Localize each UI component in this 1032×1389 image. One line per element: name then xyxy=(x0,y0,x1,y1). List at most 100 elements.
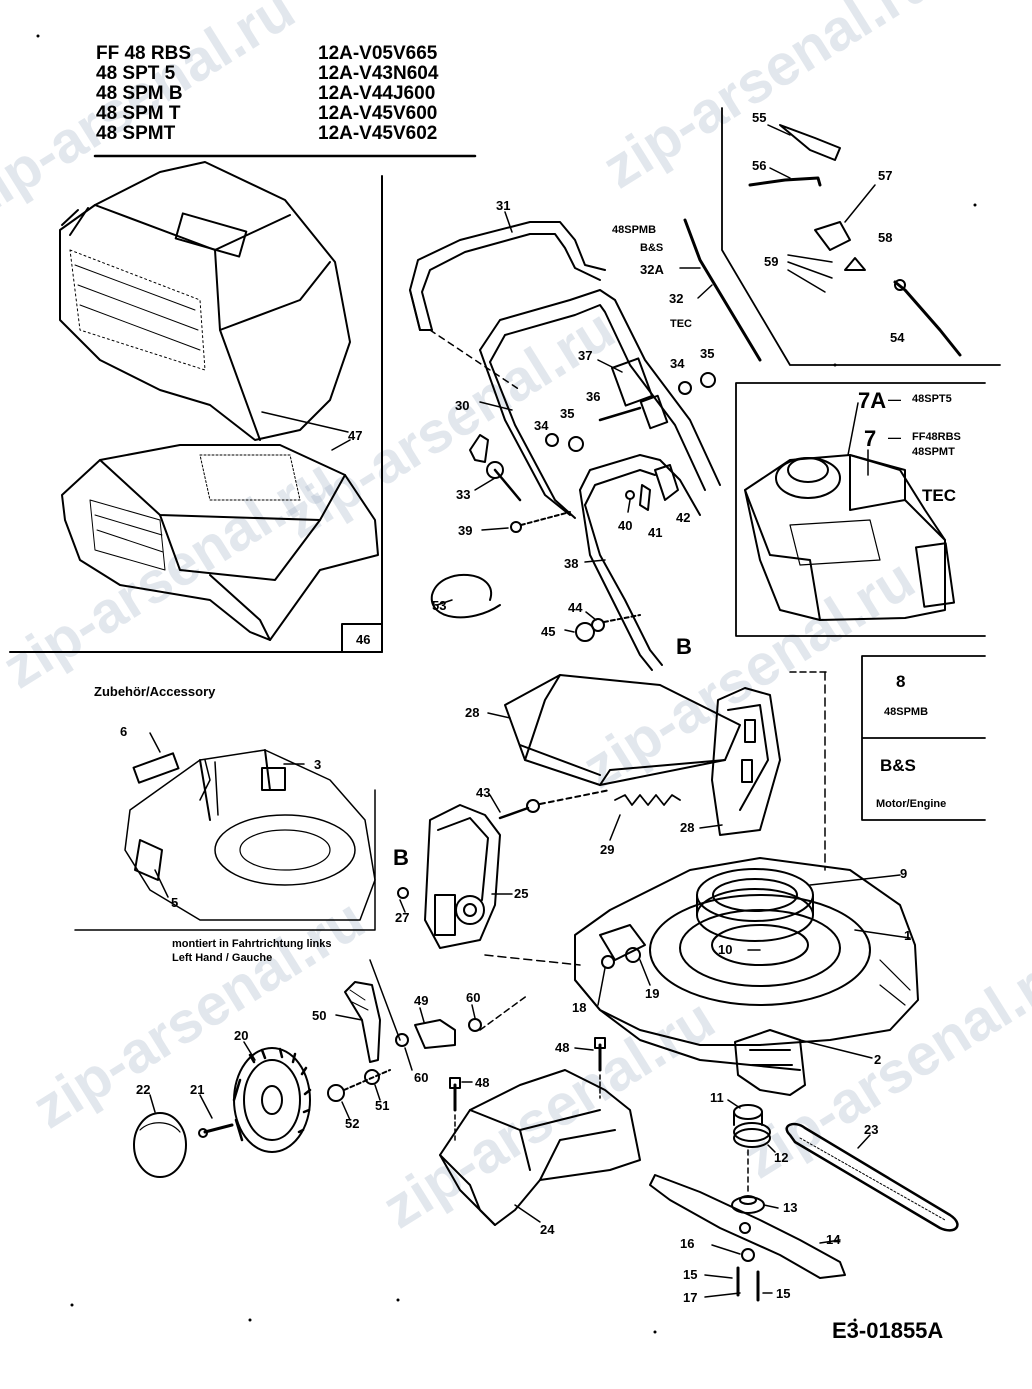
part-60-nut xyxy=(395,1033,409,1047)
callout-23: 23 xyxy=(864,1122,879,1137)
callout-30: 30 xyxy=(455,398,470,413)
parts-44-45-knob xyxy=(575,614,641,642)
callout-58: 58 xyxy=(878,230,893,245)
part-47-catcher-lid xyxy=(59,161,351,441)
left-hand-note: montiert in Fahrtrichtung links xyxy=(172,938,332,950)
drawing-code: E3-01855A xyxy=(832,1318,944,1343)
callout-14: 14 xyxy=(826,1232,841,1247)
part-48-screw-a xyxy=(594,1037,606,1072)
part-27-screw xyxy=(397,887,409,899)
part-11-adapter xyxy=(733,1104,763,1126)
callout-40: 40 xyxy=(618,518,633,533)
callout-28: 28 xyxy=(680,820,695,835)
part-60-nut xyxy=(468,1018,482,1032)
callout-1: 1 xyxy=(904,928,912,943)
part-56-rod xyxy=(748,176,822,187)
part-30-mid-handle xyxy=(479,289,721,519)
part-31-upper-handle xyxy=(409,221,606,331)
b-marker: B xyxy=(676,634,692,659)
engine-dash: — xyxy=(888,392,901,407)
callout-49: 49 xyxy=(414,993,429,1008)
callout-5: 5 xyxy=(171,895,179,910)
callout-59: 59 xyxy=(764,254,779,269)
part-52-bolt xyxy=(327,1069,391,1102)
callout-38: 38 xyxy=(564,556,579,571)
model-code: 12A-V05V665 xyxy=(318,43,438,64)
callout-34: 34 xyxy=(534,418,549,433)
model-name: FF 48 RBS xyxy=(96,43,192,64)
callout-15: 15 xyxy=(776,1286,791,1301)
print-speckles xyxy=(36,34,977,1334)
cable-note-bs: B&S xyxy=(640,242,664,254)
part-57-bracket xyxy=(814,221,851,251)
part-18-bolt xyxy=(601,955,615,969)
part-20-wheel xyxy=(232,1047,312,1153)
part-59-screws xyxy=(787,254,833,293)
part-1-deck xyxy=(574,857,919,1071)
callout-33: 33 xyxy=(456,487,471,502)
callout-8: 8 xyxy=(896,672,906,691)
callout-22: 22 xyxy=(136,1082,151,1097)
part-29-spring xyxy=(614,794,681,806)
callout-27: 27 xyxy=(395,910,410,925)
callout-48: 48 xyxy=(555,1040,570,1055)
callout-45: 45 xyxy=(541,624,556,639)
callout-56: 56 xyxy=(752,158,767,173)
part-38-lower-handle xyxy=(579,454,701,671)
callout-24: 24 xyxy=(540,1222,555,1237)
part-5-plug xyxy=(134,839,163,881)
callout-60: 60 xyxy=(466,990,481,1005)
callout-35: 35 xyxy=(700,346,715,361)
part-6-mulch-plug xyxy=(132,752,180,784)
part-35-washer xyxy=(700,372,716,388)
callout-35: 35 xyxy=(560,406,575,421)
accessory-note: Zubehör/Accessory xyxy=(94,684,216,699)
callout-13: 13 xyxy=(783,1200,798,1215)
callout-10: 10 xyxy=(718,942,733,957)
callout-51: 51 xyxy=(375,1098,390,1113)
part-54-spark-plug xyxy=(893,279,962,357)
part-50-height-lever xyxy=(344,981,381,1063)
cable-note-tec: TEC xyxy=(670,318,692,330)
model-code: 12A-V44J600 xyxy=(318,83,436,104)
callout-44: 44 xyxy=(568,600,583,615)
cable-note-48spmb: 48SPMB xyxy=(612,224,657,236)
callout-29: 29 xyxy=(600,842,615,857)
callout-39: 39 xyxy=(458,523,473,538)
engine-tec-label: TEC xyxy=(922,486,956,505)
callout-43: 43 xyxy=(476,785,491,800)
callout-6: 6 xyxy=(120,724,128,739)
callout-60: 60 xyxy=(414,1070,429,1085)
part-49-bracket xyxy=(414,1019,456,1049)
model-code: 12A-V43N604 xyxy=(318,63,439,84)
callout-52: 52 xyxy=(345,1116,360,1131)
callout-47: 47 xyxy=(348,428,363,443)
model-code: 12A-V45V600 xyxy=(318,103,438,124)
part-19-bracket xyxy=(625,947,641,963)
callout-28: 28 xyxy=(465,705,480,720)
part-22-hubcap xyxy=(133,1112,187,1178)
callout-36: 36 xyxy=(586,389,601,404)
callout-50: 50 xyxy=(312,1008,327,1023)
part-9-ring xyxy=(696,868,814,942)
part-58-nut xyxy=(844,257,866,271)
engine-8-model: 48SPMB xyxy=(884,706,929,718)
catcher-frame xyxy=(9,175,383,653)
model-name: 48 SPMT xyxy=(96,123,176,144)
callout-11: 11 xyxy=(710,1090,724,1105)
engine-7-model: FF48RBS xyxy=(912,431,961,443)
callout-34: 34 xyxy=(670,356,685,371)
part-28-rear-flap xyxy=(504,674,741,786)
part-35-washer xyxy=(568,436,584,452)
part-2-plate xyxy=(734,1029,806,1096)
callout-18: 18 xyxy=(572,1000,587,1015)
engine-b-s-frame xyxy=(861,655,986,821)
part-15-bolts xyxy=(736,1266,760,1302)
callout-15: 15 xyxy=(683,1267,698,1282)
callout-31: 31 xyxy=(496,198,511,213)
model-name: 48 SPM B xyxy=(96,83,183,104)
engine-8-label: Motor/Engine xyxy=(876,798,947,810)
part-51-washer xyxy=(364,1069,380,1085)
